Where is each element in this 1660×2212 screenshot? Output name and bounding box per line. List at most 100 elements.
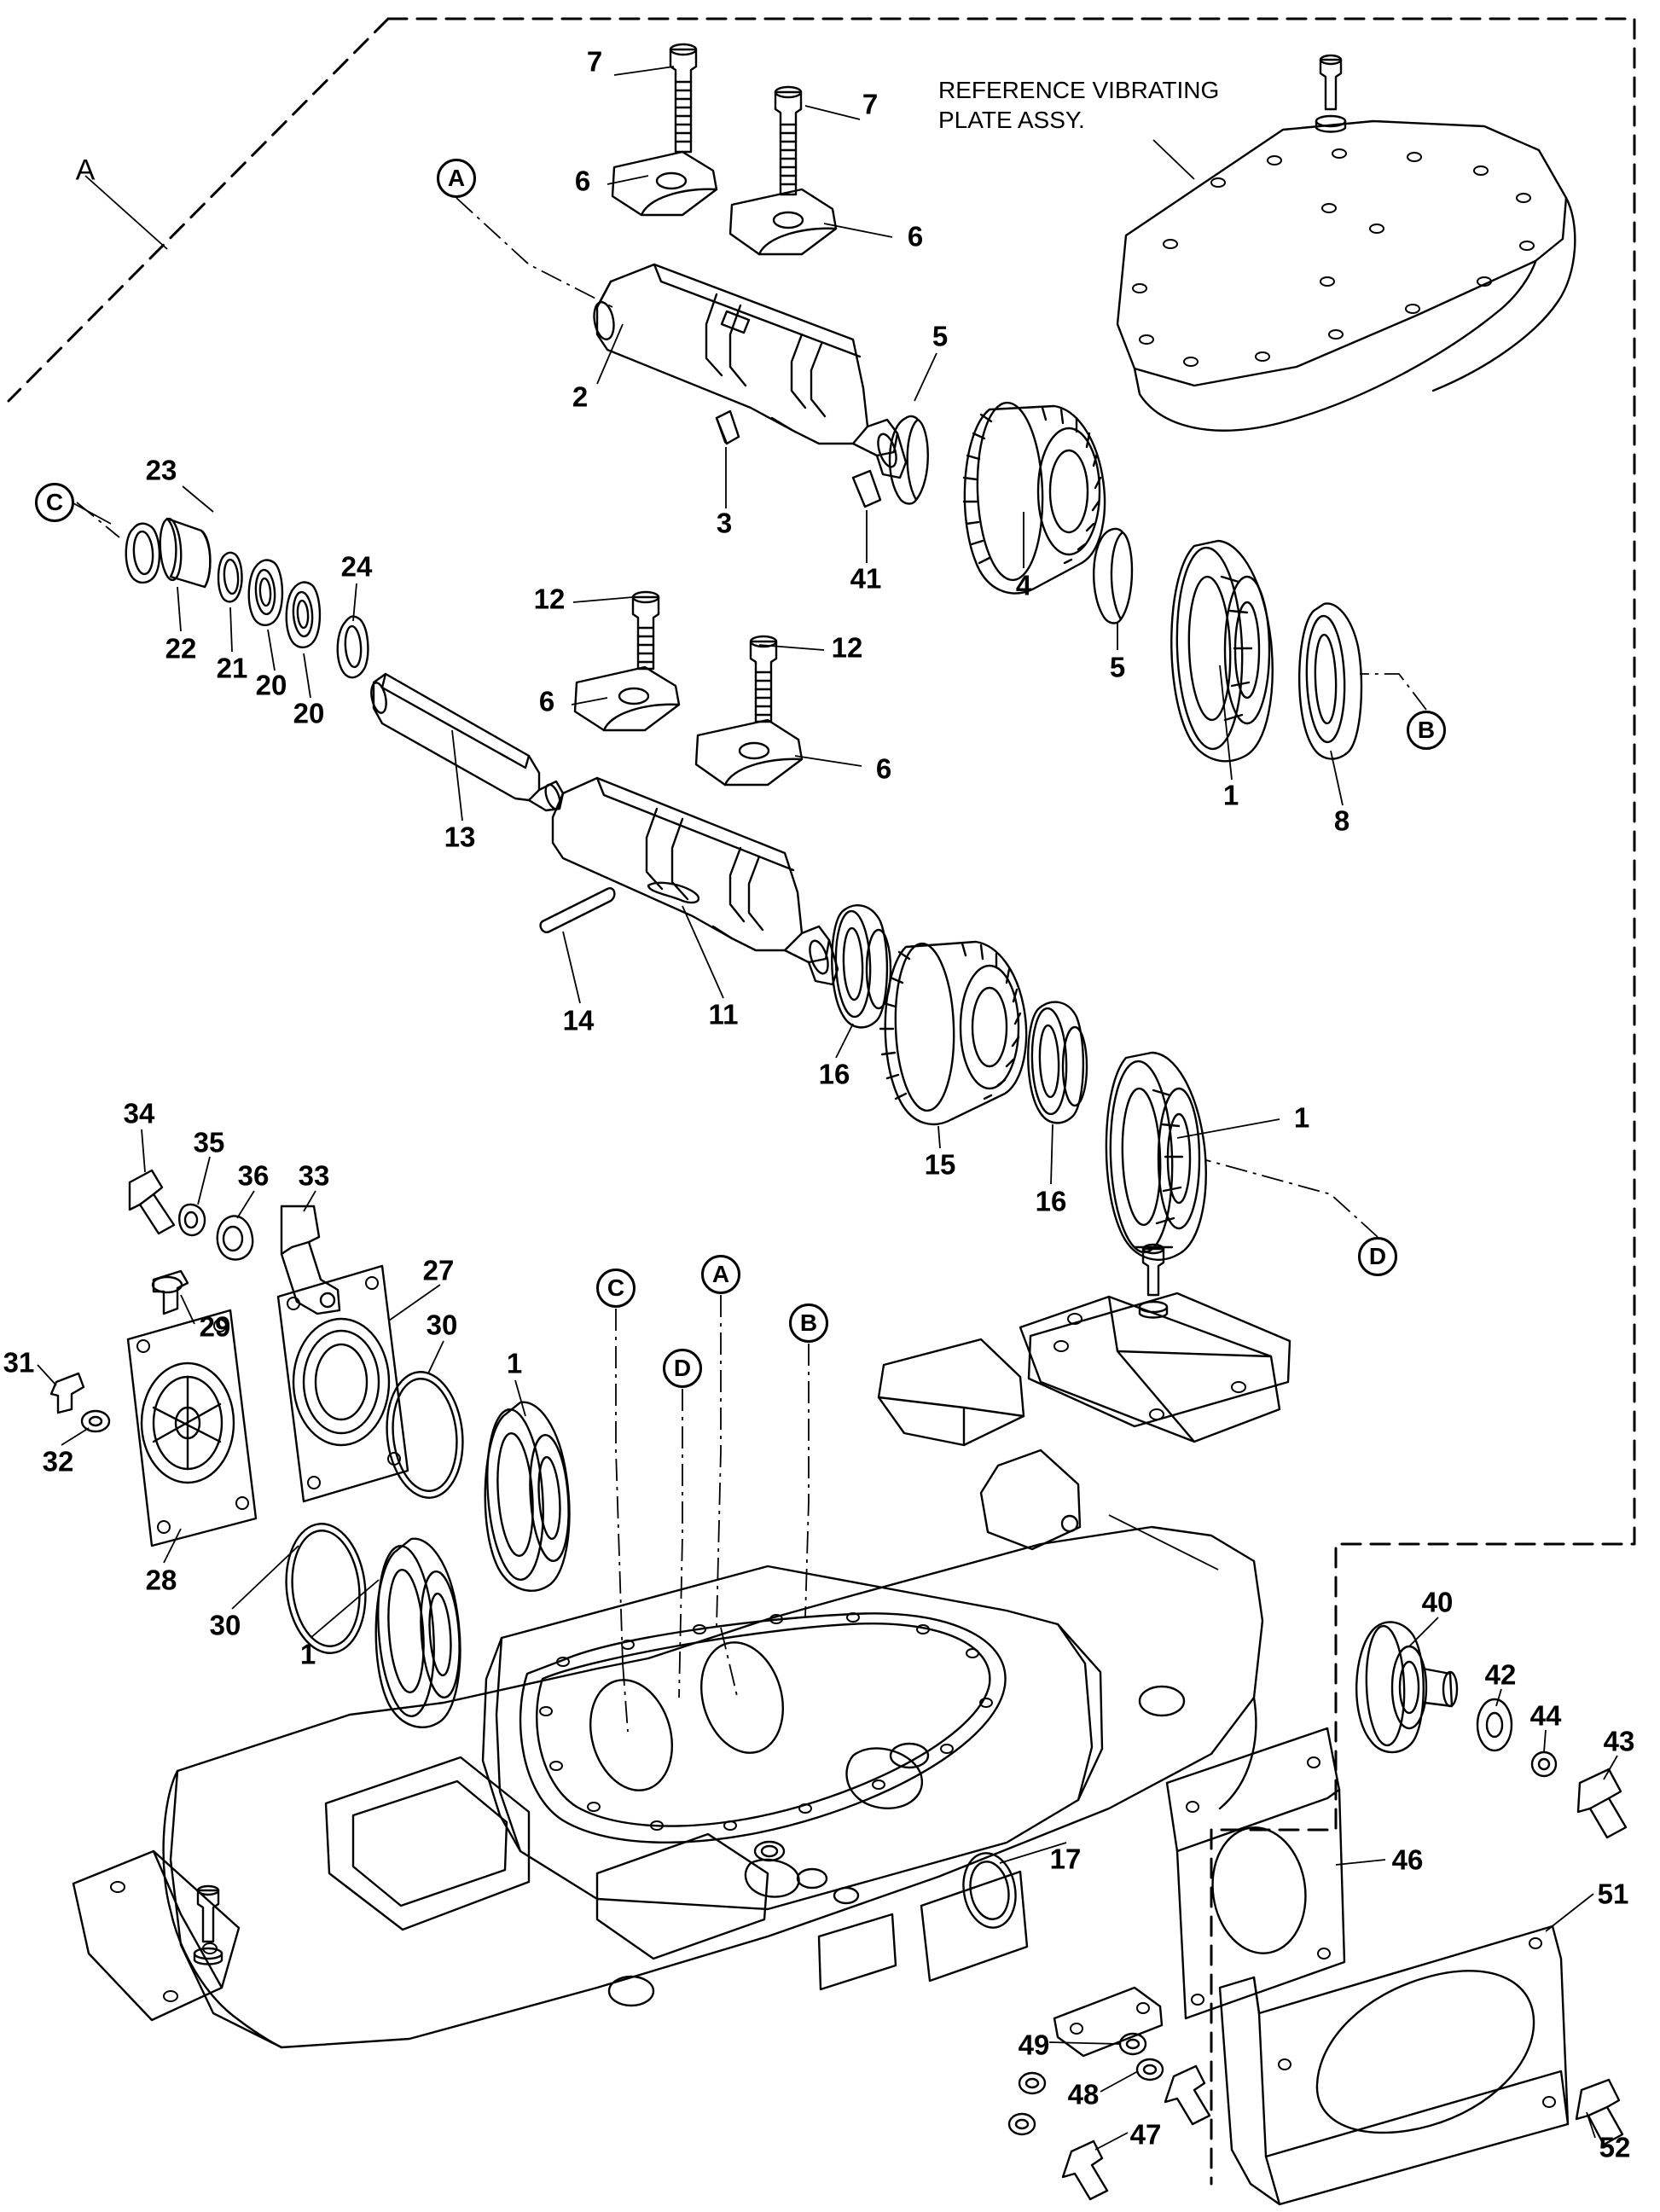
part-callout: 15 [924, 1148, 956, 1181]
part-callout: 28 [145, 1564, 177, 1596]
section-lines [76, 197, 1427, 1733]
part-callout: 30 [209, 1609, 241, 1641]
part-callout: 7 [586, 45, 603, 78]
part-callout: 46 [1391, 1843, 1424, 1876]
part-callout: 21 [216, 652, 248, 684]
part-callout: 2 [572, 380, 589, 413]
part-callout: 4 [1015, 569, 1032, 601]
bearing-1-left-upper [484, 1401, 571, 1592]
part-callout: 20 [255, 669, 287, 701]
section-bubble-a-frame: A [701, 1255, 740, 1294]
section-bubble-label: C [45, 489, 64, 515]
zone-border-dashed [7, 17, 1636, 2186]
part-callout: 16 [1035, 1185, 1067, 1217]
part-callout: 17 [1049, 1843, 1082, 1875]
part-callout: 30 [426, 1309, 458, 1341]
part-callout: 1 [299, 1638, 316, 1670]
small-hardware-47-49 [1007, 2032, 1211, 2201]
part-callout: 11 [708, 998, 739, 1031]
section-bubble-label: C [607, 1274, 625, 1301]
part-callout: 23 [145, 454, 177, 486]
section-bubble-label: D [673, 1355, 692, 1381]
reference-note: REFERENCE VIBRATING PLATE ASSY. [938, 77, 1220, 133]
part-callout: 47 [1129, 2118, 1162, 2151]
part-callout: 35 [193, 1126, 225, 1158]
leader-lines [37, 66, 1618, 2151]
part-callout: 43 [1603, 1725, 1635, 1757]
key-41 [851, 469, 882, 508]
section-bubble-c-frame: C [596, 1269, 636, 1308]
gasket-plate-right [1027, 1292, 1291, 1428]
cap-17 [962, 1852, 1017, 1929]
part-callout: 6 [574, 165, 591, 197]
part-callout: 8 [1333, 804, 1350, 837]
part-callout: 33 [298, 1159, 330, 1192]
section-bubble-a-top: A [437, 159, 476, 198]
part-callout: 31 [3, 1346, 35, 1379]
bearing-cap-6-low-left [573, 665, 681, 732]
part-callout: 40 [1421, 1586, 1454, 1618]
left-cover-group [49, 1169, 571, 1728]
bearing-1-lower-right [1105, 1051, 1207, 1261]
screw-7-right [774, 85, 803, 196]
bearing-cap-6-top-right [728, 188, 838, 256]
key-3 [715, 409, 740, 445]
part-callout: 48 [1067, 2078, 1100, 2110]
belt-guard-51 [1218, 1925, 1624, 2206]
part-callout: 41 [850, 562, 882, 595]
part-callout: 14 [562, 1004, 595, 1036]
section-bubble-label: A [447, 165, 466, 191]
gear-15 [879, 940, 1028, 1126]
part-callout: 12 [831, 631, 863, 664]
bearing-1-upper-right [1170, 539, 1274, 763]
bearing-cap-6-top-left [611, 150, 718, 217]
part-callout: 5 [932, 320, 949, 352]
bearing-1-left-lower [374, 1537, 461, 1728]
small-parts-left-group [125, 517, 369, 679]
bearing-16-left [831, 904, 892, 1029]
section-bubble-d-frame: D [663, 1349, 702, 1388]
pin-14 [539, 887, 616, 933]
bracket-46 [1053, 1727, 1346, 2058]
part-callout: 12 [533, 583, 566, 615]
part-callout: 6 [875, 752, 892, 785]
pulley-40-group [1355, 1621, 1628, 1839]
part-callout: 52 [1599, 2131, 1631, 2163]
screw-7-left [669, 43, 698, 154]
part-callout: 34 [123, 1097, 155, 1129]
section-bubble-b-right: B [1407, 711, 1446, 750]
section-bubble-label: A [711, 1261, 730, 1287]
part-callout: 3 [716, 507, 733, 539]
part-callout: 16 [818, 1058, 850, 1090]
snap-ring-5-right [1093, 527, 1134, 624]
reference-vibrating-plate [1116, 54, 1576, 432]
top-eccentric-shaft [593, 263, 908, 479]
zone-label-a: A [75, 154, 96, 187]
part-callout: 44 [1529, 1699, 1562, 1732]
part-callout: 29 [199, 1310, 231, 1343]
screw-12-left [631, 590, 660, 671]
part-callout: 24 [340, 550, 373, 583]
shaft-13 [370, 672, 565, 812]
part-callout: 42 [1484, 1658, 1517, 1691]
drive-gear-4 [962, 401, 1106, 595]
section-bubble-b-frame: B [789, 1303, 828, 1343]
section-bubble-label: B [1417, 717, 1436, 743]
part-callout: 5 [1109, 651, 1126, 683]
part-callout: 6 [907, 220, 924, 253]
part-callout: 32 [42, 1445, 74, 1478]
bearing-cap-6-low-right [694, 718, 804, 787]
main-base-housing [72, 1243, 1281, 2049]
part-callout: 51 [1597, 1878, 1629, 1910]
snap-ring-5-left [888, 415, 929, 505]
part-callout: 27 [422, 1254, 455, 1286]
part-callout: 20 [293, 697, 325, 729]
eccentric-shaft-11 [551, 776, 839, 986]
part-callout: 7 [862, 88, 879, 120]
bearing-16-right [1027, 1001, 1088, 1124]
section-bubble-d-right: D [1358, 1237, 1397, 1276]
part-callout: 1 [1293, 1101, 1310, 1134]
part-callout: 1 [1222, 779, 1239, 811]
